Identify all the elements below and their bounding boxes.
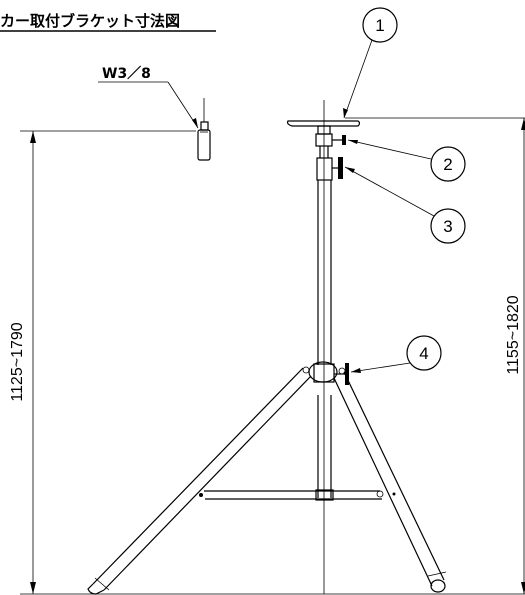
callout-1: 1 bbox=[343, 7, 398, 119]
left-dimension bbox=[30, 131, 36, 594]
drawing-title: カー取付ブラケット寸法図 bbox=[0, 12, 180, 30]
svg-text:2: 2 bbox=[443, 155, 452, 174]
svg-text:1: 1 bbox=[375, 16, 384, 35]
callout-3: 3 bbox=[344, 166, 466, 244]
inner-pole bbox=[319, 146, 329, 158]
bolt-label: W3／8 bbox=[102, 66, 151, 82]
callout-4: 4 bbox=[350, 335, 442, 373]
top-clamp bbox=[315, 125, 346, 147]
left-dimension-text: 1125~1790 bbox=[9, 322, 26, 401]
bolt-leader-arrow bbox=[192, 118, 198, 128]
mounting-plate bbox=[286, 120, 361, 127]
bolt-detail bbox=[197, 98, 211, 161]
leg-brace bbox=[204, 490, 382, 500]
right-leg bbox=[333, 371, 447, 593]
outer-pole bbox=[315, 180, 334, 501]
svg-text:3: 3 bbox=[443, 217, 452, 236]
right-dimension bbox=[521, 118, 525, 594]
left-leg bbox=[87, 367, 312, 595]
right-dimension-text: 1155~1820 bbox=[505, 295, 522, 374]
svg-text:4: 4 bbox=[419, 344, 428, 363]
height-adjust-knob bbox=[316, 157, 343, 181]
leg-hub bbox=[302, 361, 349, 385]
callout-2: 2 bbox=[347, 139, 466, 182]
